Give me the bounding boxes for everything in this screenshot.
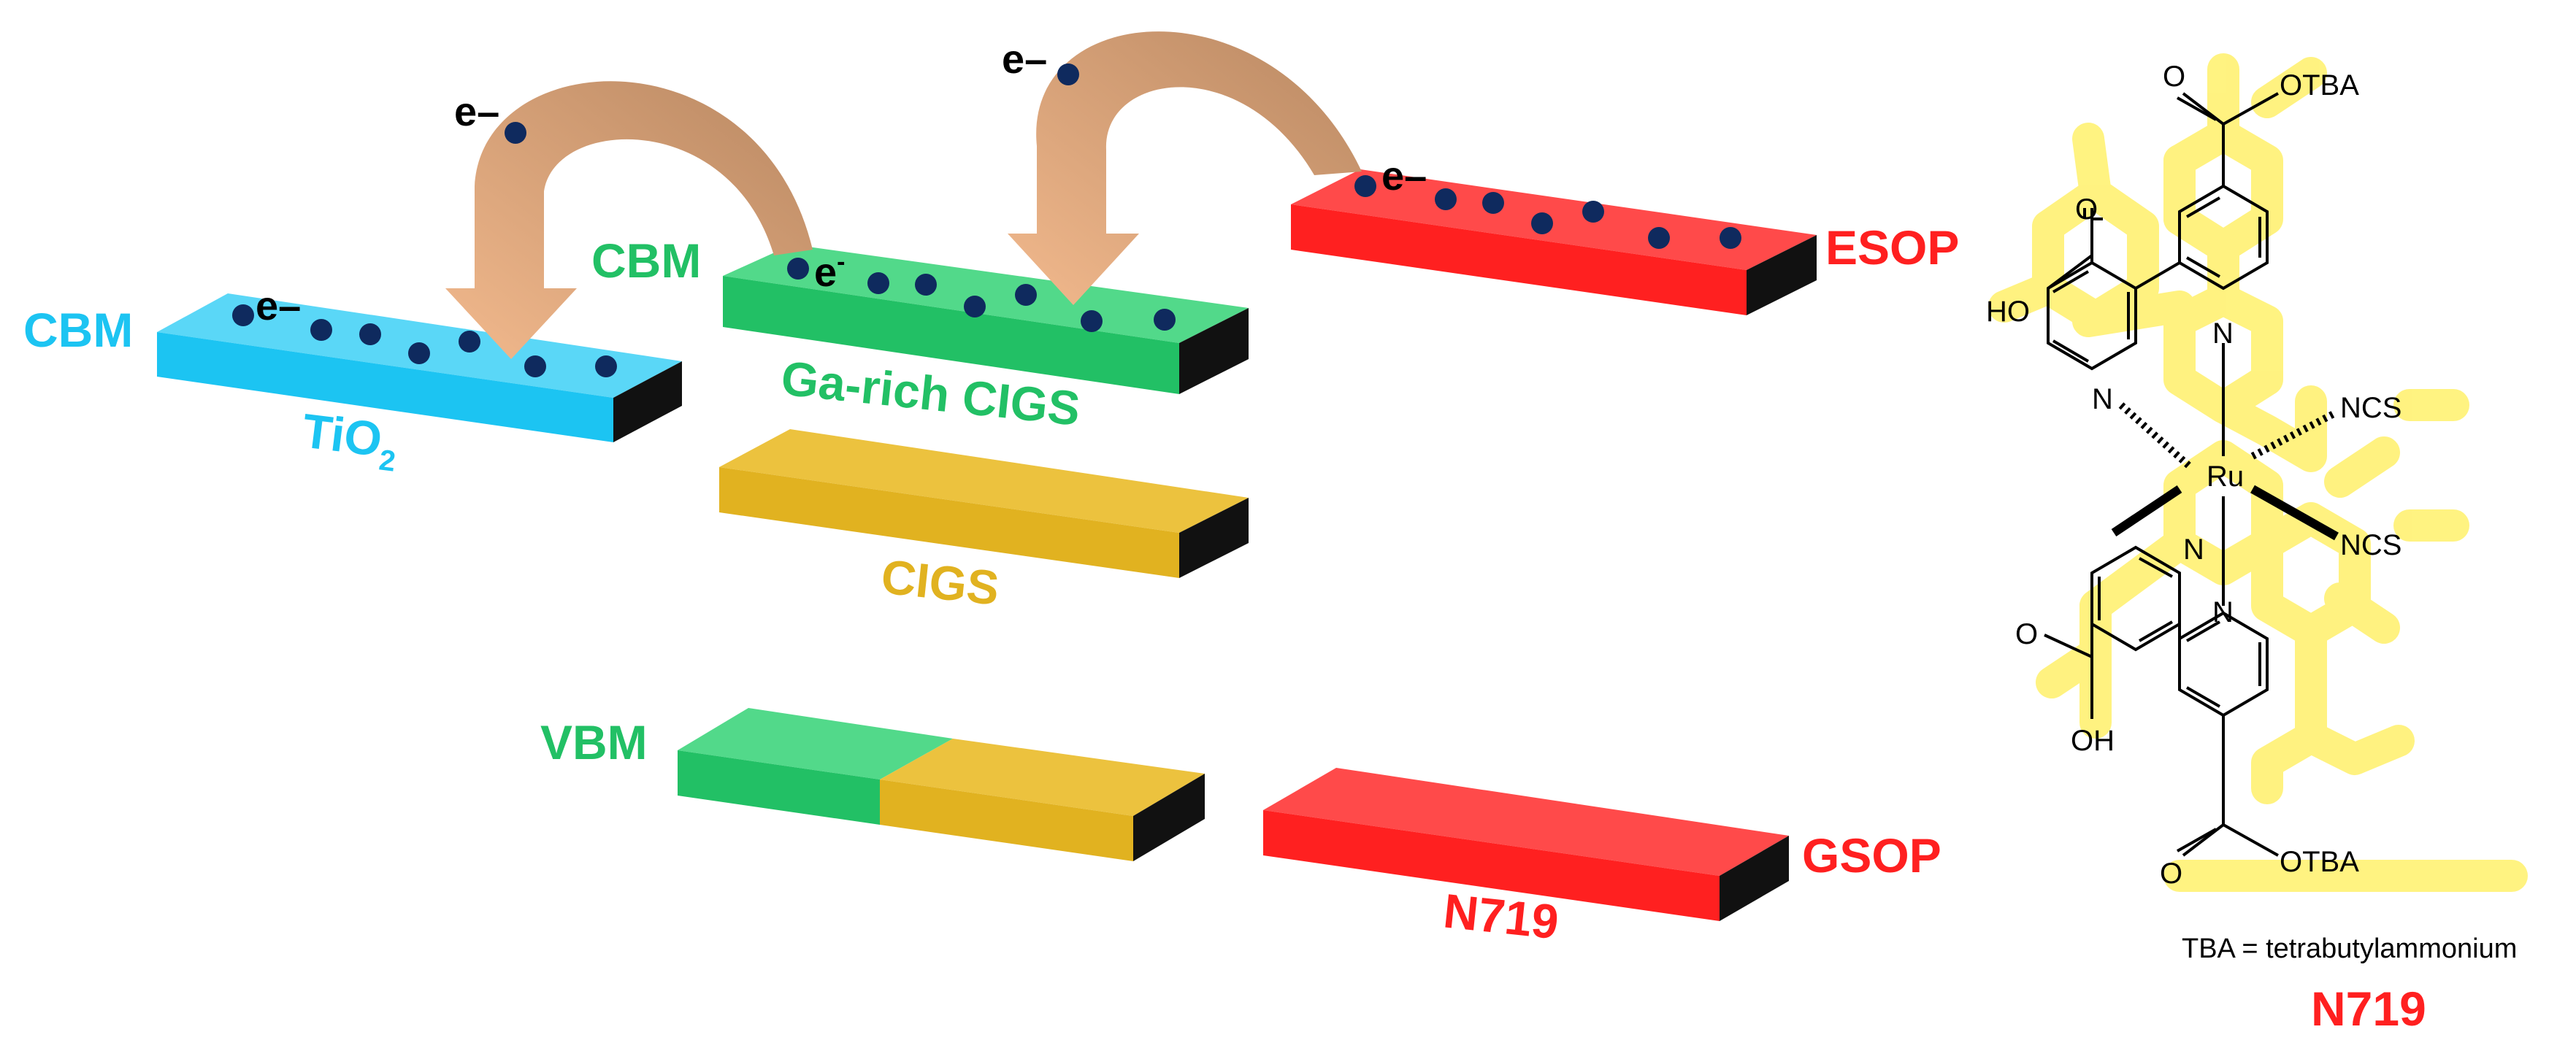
atom-n-right-top: N	[2212, 317, 2234, 350]
electron-dot	[915, 274, 937, 296]
electron-dot	[1648, 227, 1670, 249]
transfer-arrow-cigs-to-tio2	[445, 81, 813, 359]
atom-otba-top: OTBA	[2280, 69, 2359, 101]
ga-cigs-electrons	[787, 258, 1176, 332]
molecule-caption: TBA = tetrabutylammonium	[2182, 933, 2517, 964]
electron-dot	[1081, 310, 1103, 332]
electron-dot	[1354, 175, 1376, 197]
ga-cigs-electron-label: e-	[814, 248, 845, 295]
electron-dot	[787, 258, 809, 280]
ga-cigs-slab	[723, 245, 1249, 394]
electron-dot	[232, 304, 254, 326]
electron-dot	[1482, 192, 1504, 214]
electron-dot	[964, 296, 986, 317]
electron-dot	[1435, 188, 1457, 210]
electron-dot	[1582, 201, 1604, 223]
dye-name: N719	[1441, 883, 1562, 949]
atom-n-left: N	[2092, 383, 2113, 415]
atom-oh-bottom: OH	[2071, 725, 2115, 757]
esop-label: ESOP	[1825, 220, 1959, 274]
esop-electron-label: e–	[1381, 153, 1427, 199]
tio2-cbm-label: CBM	[23, 303, 133, 357]
vbm-slab	[678, 708, 1205, 861]
atom-o-top: O	[2163, 61, 2185, 93]
esop-slab	[1291, 169, 1817, 315]
molecule-bonds	[2044, 92, 2339, 857]
molecule-title: N719	[2311, 982, 2426, 1036]
tio2-electron-label: e–	[256, 282, 301, 328]
atom-o-bottom: O	[2160, 858, 2182, 890]
electron-dot	[1154, 309, 1176, 331]
gsop-slab	[1263, 768, 1789, 921]
cigs-name: CIGS	[879, 549, 1002, 615]
electron-dot	[459, 331, 480, 353]
electron-dot	[408, 342, 430, 364]
electron-dot	[359, 323, 381, 345]
tio2-electrons	[232, 304, 617, 377]
atom-n-left-bottom: N	[2183, 534, 2204, 566]
electron-dot	[595, 355, 617, 377]
atom-o-left-top: O	[2075, 193, 2098, 226]
cigs-slab	[719, 429, 1249, 578]
esop-electrons	[1354, 175, 1741, 249]
n719-molecule: O OTBA O HO N N NCS Ru NCS N N O OH O OT…	[1986, 53, 2528, 1036]
transfer-arrow-dye-to-cigs	[1008, 31, 1362, 306]
gsop-label: GSOP	[1802, 828, 1941, 882]
atom-ncs-2: NCS	[2340, 529, 2401, 561]
atom-ncs-1: NCS	[2340, 392, 2401, 424]
electron-dot	[310, 319, 332, 341]
atom-otba-bottom: OTBA	[2280, 846, 2359, 878]
electron-dot	[1720, 227, 1741, 249]
atom-ru: Ru	[2207, 461, 2244, 493]
transfer-electron-1-label: e–	[454, 88, 499, 134]
transfer-electron-2	[1057, 63, 1079, 85]
electron-dot	[524, 355, 546, 377]
electron-dot	[1015, 284, 1037, 306]
atom-n-right-bottom: N	[2212, 596, 2234, 628]
tio2-name: TiO2	[299, 403, 402, 477]
atom-o-left-bottom: O	[2015, 618, 2038, 650]
transfer-electron-1	[505, 122, 526, 144]
transfer-electron-2-label: e–	[1002, 36, 1047, 82]
electron-dot	[1531, 212, 1553, 234]
atom-ho-left: HO	[1986, 296, 2030, 328]
ga-cigs-cbm-label: CBM	[591, 234, 701, 288]
electron-dot	[867, 272, 889, 294]
vbm-label: VBM	[540, 715, 648, 769]
